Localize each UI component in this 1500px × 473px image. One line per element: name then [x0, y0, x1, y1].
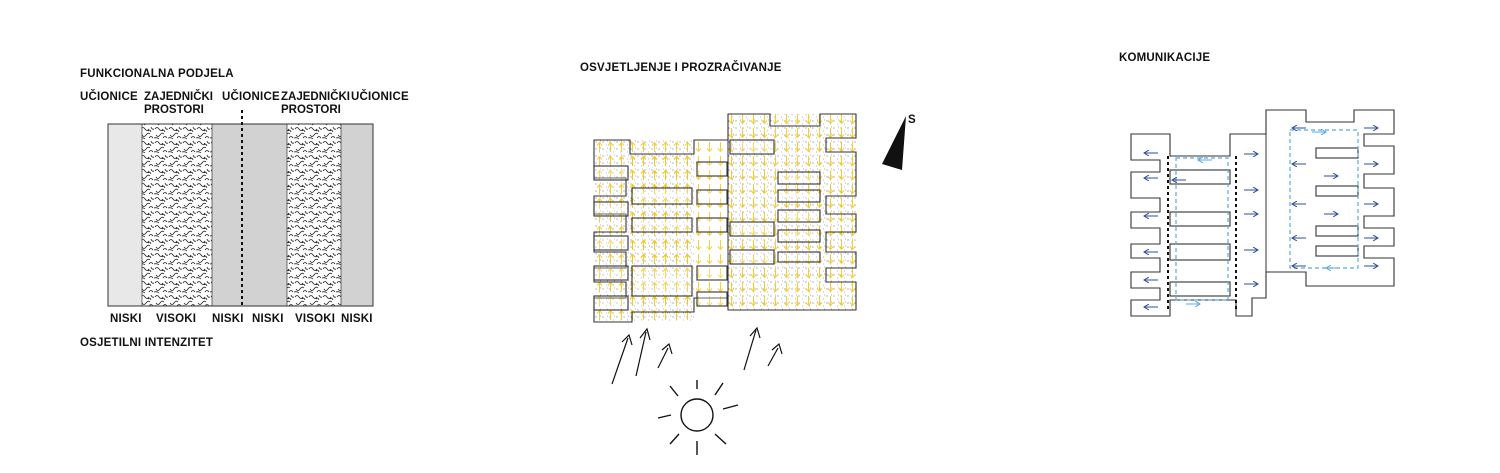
sun-icon [657, 380, 739, 455]
north-label: S [908, 114, 916, 126]
zone-ucionice-1 [108, 124, 142, 306]
panel3-title: KOMUNIKACIJE [1119, 52, 1211, 64]
circulation-arrows-icon [1144, 128, 1378, 307]
zone-ucionice-3 [341, 124, 373, 306]
zone-label-ucionice-1: UČIONICE [80, 91, 138, 103]
intensity-label-1: NISKI [110, 313, 142, 325]
intensity-label-5: VISOKI [295, 313, 336, 325]
intensity-label-2: VISOKI [156, 313, 197, 325]
zone-label-ucionice-3: UČIONICE [351, 91, 409, 103]
zone-zajednicki-2 [287, 124, 341, 306]
panel2-title: OSVJETLJENJE I PROZRAČIVANJE [580, 62, 782, 74]
zone-ucionice-2b [242, 124, 287, 306]
intensity-label-3: NISKI [212, 313, 244, 325]
zone-label-zajednicki-2: ZAJEDNIČKI PROSTORI [281, 91, 351, 116]
panel1-footer: OSJETILNI INTENZITET [80, 337, 214, 349]
zone-label-zajednicki-1: ZAJEDNIČKI PROSTORI [144, 91, 214, 116]
zone-ucionice-2a [212, 124, 242, 306]
wind-arrows-icon [611, 326, 783, 385]
zone-label-ucionice-2: UČIONICE [222, 91, 280, 103]
intensity-label-6: NISKI [341, 313, 373, 325]
intensity-label-4: NISKI [252, 313, 284, 325]
panel1-title: FUNKCIONALNA PODJELA [80, 68, 234, 80]
north-arrow-icon [882, 116, 906, 170]
zone-zajednicki-1 [142, 124, 212, 306]
